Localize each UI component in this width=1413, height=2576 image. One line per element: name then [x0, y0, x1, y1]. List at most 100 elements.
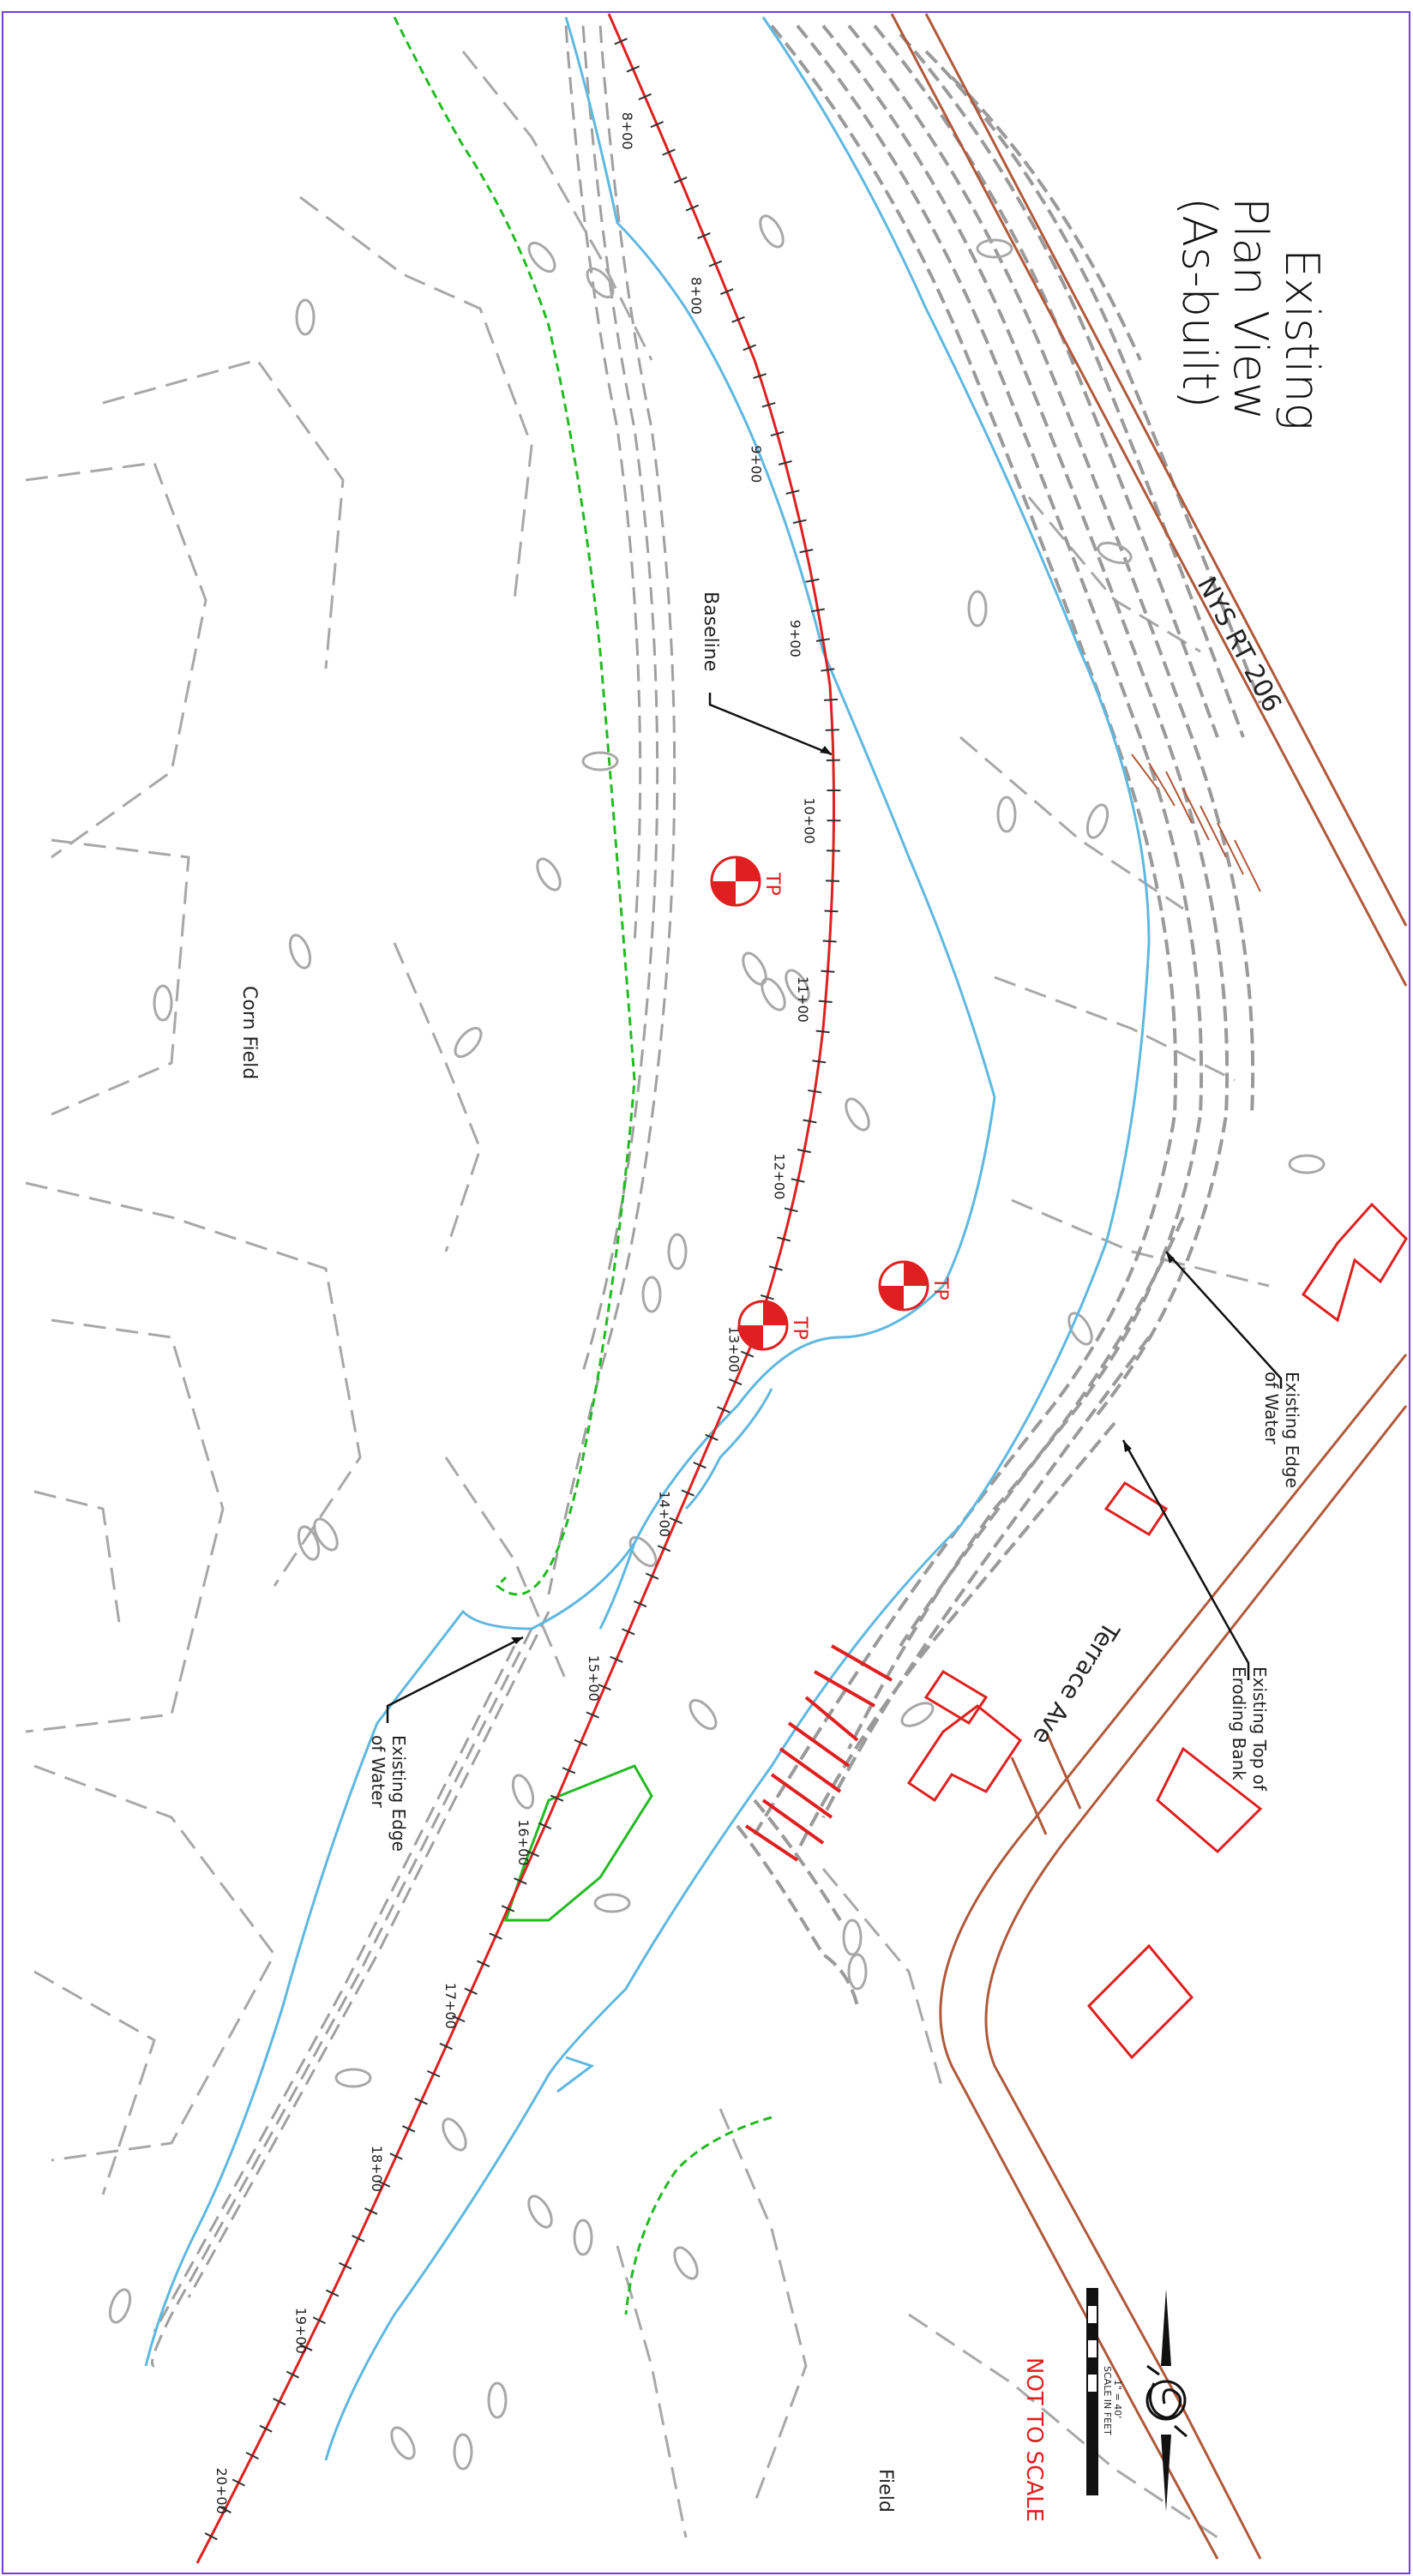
station-label: 17+00 [442, 1983, 459, 2029]
baseline-tick [792, 519, 807, 525]
edge-water-lower-line-1: Existing Edge [388, 1735, 409, 1852]
baseline-tick [797, 1148, 811, 1154]
baseline-tick [231, 2478, 245, 2487]
edge-water-upper-line-2: of Water [1261, 1372, 1282, 1445]
eroding-bank-hatching [736, 24, 1262, 2007]
title-line-1: Existing [1275, 249, 1329, 430]
tree-line-upper [393, 16, 636, 1596]
baseline-tick [376, 2180, 391, 2188]
baseline-tick [821, 970, 835, 973]
station-label: 16+00 [515, 1819, 532, 1865]
baseline-tick [389, 2153, 403, 2160]
baseline-tick [401, 2125, 416, 2133]
baseline-tick [650, 121, 664, 129]
test-pit-3: TP [737, 1300, 810, 1351]
edge-water-upper-label: Existing Edge of Water [1261, 1372, 1302, 1488]
scale-bar-ratio: 1" = 40' [1112, 2380, 1123, 2418]
baseline-tick [669, 1516, 683, 1524]
baseline-tick [638, 93, 652, 100]
baseline-tick [273, 2398, 286, 2406]
baseline-tick [489, 1932, 502, 1940]
test-pit-1-label: TP [761, 872, 783, 896]
station-label: 15+00 [586, 1655, 602, 1702]
station-label: 19+00 [293, 2308, 310, 2354]
baseline-tick [204, 2532, 218, 2541]
title-line-2: Plan View [1224, 197, 1278, 420]
station-label: 11+00 [795, 976, 811, 1023]
tree-line-lower [624, 2116, 773, 2315]
station-label: 14+00 [656, 1491, 672, 1537]
edge-water-lower-line-2: of Water [368, 1735, 388, 1809]
eroding-bank-marks [744, 1644, 893, 1862]
baseline-tick [761, 401, 776, 408]
roads [890, 13, 1408, 2560]
station-label: 13+00 [725, 1326, 742, 1372]
baseline-tick [808, 1089, 822, 1094]
baseline-tick [364, 2207, 378, 2215]
building-5 [1156, 1746, 1263, 1854]
baseline-tick [705, 1433, 719, 1441]
test-pit-1: TP [710, 856, 783, 907]
terrace-ave-label: Terrace Ave [1027, 1616, 1125, 1750]
station-label: 9+00 [748, 445, 764, 483]
baseline-tick [464, 1987, 478, 1996]
baseline-tick [598, 1684, 611, 1691]
edge-water-lower-label: Existing Edge of Water [368, 1735, 409, 1852]
baseline-tick [824, 910, 839, 913]
station-label: 10+00 [801, 797, 817, 844]
baseline-tick [743, 344, 756, 351]
building-2 [1103, 1480, 1169, 1537]
station-label: 8+00 [688, 277, 705, 315]
baseline-tick [673, 177, 688, 184]
baseline-tick [805, 578, 820, 583]
left-bank-hatching [151, 25, 676, 2368]
buildings [906, 1202, 1408, 2060]
building-6 [1086, 1943, 1194, 2060]
leader-arrow-1 [820, 746, 832, 754]
baseline-tick [822, 940, 837, 943]
baseline-tick [778, 459, 792, 465]
shrub-symbols [108, 214, 1326, 2471]
baseline-tick [439, 2042, 453, 2051]
station-label: 9+00 [787, 620, 803, 658]
baseline-tick [753, 373, 767, 379]
top-bank-leader [1121, 1439, 1250, 1680]
water-edge-left [144, 16, 996, 2367]
edge-water-lower-leader [386, 1636, 524, 1723]
baseline-tick [501, 1905, 515, 1912]
baseline-tick [728, 1378, 743, 1386]
contour-lines [25, 51, 1270, 2539]
nys-rt-206-label: NYS RT 206 [1191, 572, 1287, 717]
baseline-tick [218, 2505, 231, 2513]
baseline-tick [452, 2015, 466, 2023]
leader-arrow-3 [1123, 1440, 1132, 1452]
leader-arrow-2 [1166, 1252, 1175, 1264]
baseline-tick [586, 1711, 599, 1719]
building-4 [906, 1704, 1023, 1803]
baseline-tick [803, 1119, 817, 1124]
baseline-tick [815, 1030, 830, 1034]
scale-bar: SCALE IN FEET 1" = 40' [1086, 2288, 1123, 2495]
baseline-leader [708, 693, 833, 756]
baseline-tick [693, 1462, 706, 1469]
title-block: Existing Plan View (As-built) [1172, 197, 1329, 430]
water-edge-right [324, 16, 1151, 2461]
building-1 [1301, 1202, 1408, 1323]
baseline-tick [825, 880, 840, 882]
baseline-tick [791, 1178, 805, 1183]
baseline-tick [770, 430, 785, 437]
baseline-tick [325, 2289, 340, 2297]
baseline-tick [339, 2261, 352, 2270]
station-label: 8+00 [619, 112, 635, 150]
terrace-ave-edge-east [984, 1405, 1408, 2560]
baseline-tick [785, 489, 800, 495]
station-label: 12+00 [771, 1153, 787, 1199]
station-labels: 8+00 8+00 9+00 9+00 10+00 11+00 12+00 13+00 14+0… [213, 112, 817, 2514]
nys-rt-206-edge-east [924, 13, 1408, 927]
top-bank-line-1: Existing Top of [1249, 1666, 1270, 1792]
not-to-scale-label: NOT TO SCALE [1021, 2357, 1047, 2522]
field-label: Field [875, 2469, 896, 2513]
baseline-tick [685, 204, 700, 212]
baseline-tick [245, 2452, 259, 2460]
baseline-tick [476, 1960, 490, 1967]
